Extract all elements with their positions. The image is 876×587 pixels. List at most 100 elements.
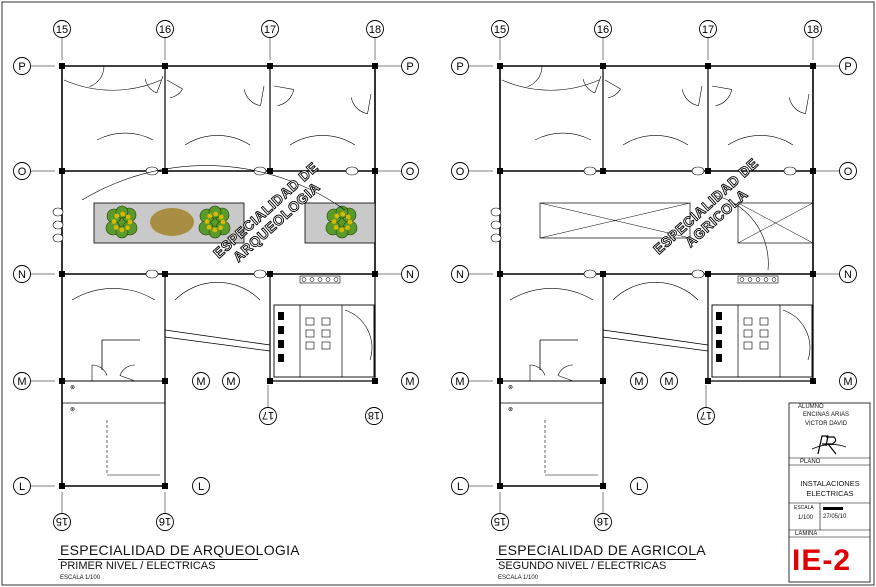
circuit-wire bbox=[174, 282, 261, 301]
column bbox=[600, 483, 606, 489]
tree-flower bbox=[111, 219, 117, 224]
grid-bubble-row-M-mid-circle bbox=[630, 372, 648, 390]
door-swing bbox=[529, 364, 546, 381]
tree-flower bbox=[125, 225, 130, 231]
grid-bubble-bottom-15-label: 15 bbox=[56, 515, 68, 527]
grid-bubble-lower-18-label: 18 bbox=[368, 409, 380, 421]
tree-flower bbox=[340, 211, 346, 217]
light-fixture bbox=[52, 220, 64, 230]
grid-bubble-lower-17: 17 bbox=[697, 407, 715, 425]
void-outline bbox=[539, 202, 691, 239]
grid-bubble-bottom-15: 15 bbox=[53, 513, 71, 531]
floor-void-left bbox=[539, 202, 691, 239]
lamp bbox=[317, 277, 323, 282]
column bbox=[810, 168, 816, 174]
grid-bubble-lower-18: 18 bbox=[365, 407, 383, 425]
grid-bubble-row-L-left: L bbox=[13, 477, 31, 495]
column bbox=[59, 63, 65, 69]
toilet bbox=[759, 329, 769, 338]
column bbox=[810, 63, 816, 69]
circuit-wire bbox=[71, 288, 156, 301]
grid-bubble-row-N-right-label: N bbox=[406, 269, 414, 281]
grid-bubble-row-M-inner: M bbox=[660, 372, 678, 390]
grid-bubble-lower-18-circle bbox=[365, 407, 383, 425]
tree bbox=[105, 205, 138, 239]
grid-bubble-bottom-15-circle bbox=[53, 513, 71, 531]
door-swing bbox=[91, 364, 108, 381]
bathroom-block bbox=[273, 304, 375, 378]
bathroom-fixture bbox=[278, 326, 284, 334]
grid-bubble-bottom-16-label: 16 bbox=[597, 515, 609, 527]
circuit-wire bbox=[534, 132, 592, 141]
fixture-symbol: ⊗ bbox=[70, 385, 75, 391]
grid-bubble-col-17: 17 bbox=[699, 20, 717, 38]
circuit-wire bbox=[96, 132, 154, 141]
toilet bbox=[305, 341, 315, 350]
bathroom-block bbox=[711, 304, 813, 378]
grid-bubble-row-L-right-circle bbox=[630, 477, 648, 495]
grid-bubble-lower-17: 17 bbox=[259, 407, 277, 425]
grid-bubble-row-O-left-circle bbox=[13, 162, 31, 180]
column bbox=[59, 168, 65, 174]
grid-bubble-row-M-right-circle bbox=[401, 372, 419, 390]
corridor-line bbox=[164, 336, 271, 352]
light-fixture bbox=[253, 269, 267, 279]
toilet bbox=[305, 329, 315, 338]
grid-bubble-col-16-circle bbox=[594, 20, 612, 38]
grid-bubble-row-M-mid-label: M bbox=[196, 376, 205, 388]
circuit-wire bbox=[63, 79, 162, 91]
grid-bubble-row-L-left-circle bbox=[451, 477, 469, 495]
grid-bubble-col-15-label: 15 bbox=[494, 24, 506, 36]
circuit-wire bbox=[782, 309, 811, 361]
grid-bubble-row-M-left-circle bbox=[451, 372, 469, 390]
column bbox=[267, 378, 273, 384]
grid-bubble-bottom-15-label: 15 bbox=[494, 515, 506, 527]
door-swing bbox=[582, 75, 602, 94]
column bbox=[705, 271, 711, 277]
column bbox=[162, 378, 168, 384]
fixture-symbol: ⊗ bbox=[508, 407, 513, 413]
circuit-wire bbox=[509, 288, 594, 301]
column bbox=[497, 378, 503, 384]
grid-bubble-col-15: 15 bbox=[53, 20, 71, 38]
grid-bubble-col-18-circle bbox=[804, 20, 822, 38]
grid-bubble-col-18: 18 bbox=[804, 20, 822, 38]
bathroom-fixture bbox=[278, 340, 284, 348]
column bbox=[705, 168, 711, 174]
tree-flower bbox=[334, 213, 340, 219]
tree-flower bbox=[125, 214, 131, 220]
toilet bbox=[743, 329, 753, 338]
lamp bbox=[301, 277, 307, 282]
plan1-title: ESPECIALIDAD DE ARQUEOLOGIA bbox=[60, 542, 300, 558]
column bbox=[600, 63, 606, 69]
column bbox=[497, 168, 503, 174]
light-fixture bbox=[52, 207, 64, 217]
door-swing bbox=[520, 65, 543, 87]
lamp bbox=[739, 277, 745, 282]
grid-bubble-row-P-left-circle bbox=[13, 57, 31, 75]
sheet-number: IE-2 bbox=[792, 544, 852, 577]
grid-bubble-row-M-left-label: M bbox=[455, 376, 464, 388]
tree-flower bbox=[204, 219, 210, 224]
grid-bubble-row-P-left-label: P bbox=[18, 61, 25, 73]
grid-bubble-col-15-circle bbox=[491, 20, 509, 38]
void-cross bbox=[737, 202, 814, 244]
column bbox=[705, 63, 711, 69]
door-swing bbox=[119, 364, 136, 382]
lamp-bar bbox=[737, 275, 779, 284]
grid-bubble-row-L-left: L bbox=[451, 477, 469, 495]
grid-bubble-row-M-inner-label: M bbox=[226, 376, 235, 388]
grid-bubble-col-16-label: 16 bbox=[159, 24, 171, 36]
column bbox=[59, 483, 65, 489]
column bbox=[600, 271, 606, 277]
column bbox=[810, 378, 816, 384]
grid-bubble-row-O-right-label: O bbox=[844, 166, 853, 178]
circuit-wire bbox=[622, 135, 689, 146]
circuit-wire bbox=[344, 309, 373, 361]
grid-bubble-row-M-right: M bbox=[839, 372, 857, 390]
circuit-wire bbox=[612, 282, 699, 301]
lamp bbox=[763, 277, 769, 282]
tree-flower bbox=[120, 211, 126, 217]
door-swing bbox=[557, 364, 574, 382]
